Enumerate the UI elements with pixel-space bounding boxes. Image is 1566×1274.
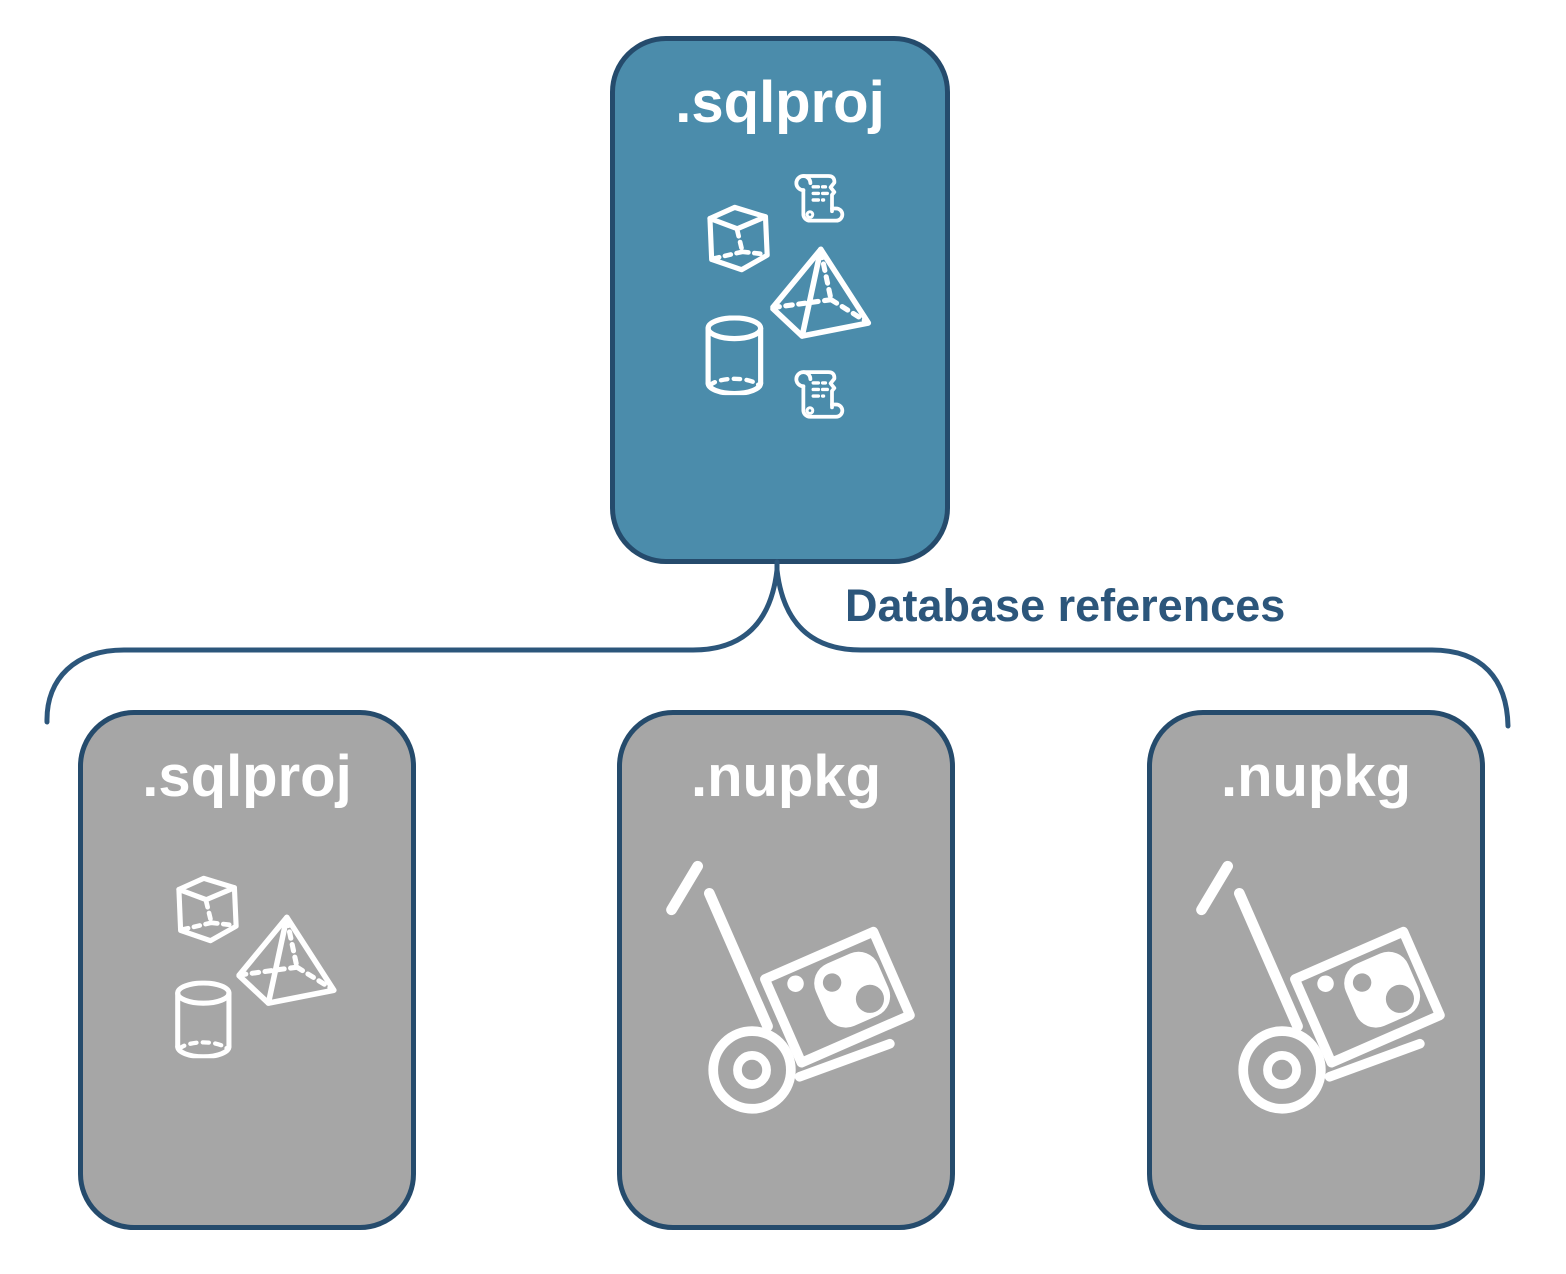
child-nupkg-box: .nupkg [617, 710, 955, 1230]
cylinder-icon [178, 983, 229, 1057]
handtruck-nuget-icon [1201, 866, 1439, 1109]
child-box-label: .nupkg [690, 744, 882, 809]
handtruck-nuget-icon [671, 866, 909, 1109]
parent-box-label: .sqlproj [675, 70, 885, 135]
scroll-icon [794, 370, 845, 419]
cube-icon [179, 878, 236, 940]
scroll-icon [794, 174, 845, 223]
child-sqlproj-box: .sqlproj [78, 710, 416, 1230]
cylinder-icon [708, 318, 761, 394]
child-box-label: .sqlproj [142, 744, 352, 809]
child-box-label: .nupkg [1220, 744, 1412, 809]
connector-label: Database references [845, 580, 1286, 631]
pyramid-icon [772, 249, 868, 336]
parent-sqlproj-box: .sqlproj [610, 36, 950, 564]
pyramid-icon [239, 917, 334, 1003]
child-nupkg-box: .nupkg [1147, 710, 1485, 1230]
cube-icon [710, 207, 767, 269]
